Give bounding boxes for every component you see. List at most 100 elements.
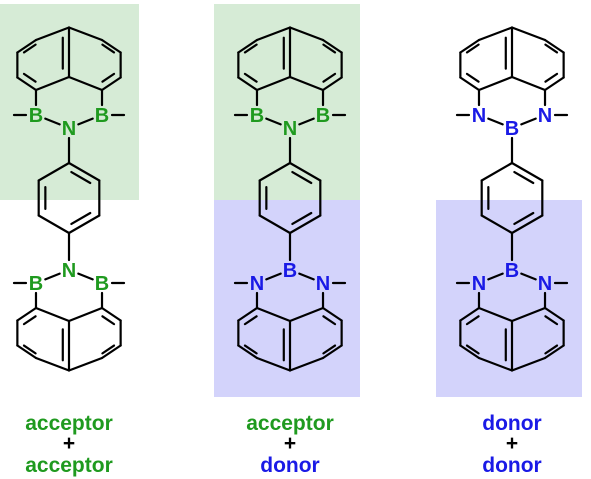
double-bond-inner	[243, 315, 258, 326]
aromatic-bond	[288, 306, 325, 323]
double-bond-inner	[544, 72, 559, 83]
aromatic-bond	[237, 76, 259, 92]
aromatic-bond	[237, 344, 259, 360]
aromatic-bond	[288, 26, 325, 42]
phenyl-inner	[70, 211, 92, 226]
side-atom-label: B	[95, 105, 109, 127]
aromatic-bond	[100, 38, 122, 54]
aromatic-bond	[459, 344, 481, 360]
double-bond-inner	[465, 315, 480, 326]
double-bond-inner	[544, 315, 559, 326]
aromatic-bond	[67, 356, 104, 372]
aromatic-bond	[100, 306, 122, 322]
aromatic-bond	[543, 76, 565, 92]
top-unit-highlight	[214, 4, 360, 200]
caption-plus: +	[284, 432, 296, 455]
aromatic-bond	[477, 75, 514, 92]
ring-bond	[265, 117, 282, 126]
phenyl-inner	[513, 211, 535, 226]
aromatic-bond	[459, 306, 481, 322]
phenyl-bond	[258, 161, 292, 182]
aromatic-bond	[34, 306, 71, 323]
caption-line-1: acceptor	[246, 412, 334, 435]
aromatic-bond	[288, 75, 325, 92]
phenyl-bond	[37, 214, 71, 235]
bottom-unit-highlight	[214, 200, 360, 397]
aromatic-bond	[477, 356, 514, 372]
phenyl-bond	[510, 214, 544, 235]
aromatic-bond	[16, 344, 38, 360]
caption-line-1: acceptor	[25, 412, 113, 435]
side-atom-label: N	[472, 273, 486, 295]
side-atom-label: N	[250, 273, 264, 295]
double-bond-inner	[322, 72, 337, 83]
aromatic-bond	[34, 26, 71, 42]
phenyl-bond	[67, 161, 101, 182]
ring-bond	[520, 117, 537, 126]
aromatic-bond	[34, 75, 71, 92]
side-atom-label: B	[95, 273, 109, 295]
ring-bond	[77, 117, 94, 126]
aromatic-bond	[510, 356, 547, 372]
double-bond-inner	[22, 72, 37, 83]
double-bond-inner	[322, 344, 337, 355]
ring-bond	[487, 117, 504, 126]
ring-bond	[298, 117, 315, 126]
double-bond-inner	[101, 72, 116, 83]
aromatic-bond	[510, 26, 547, 42]
aromatic-bond	[255, 306, 292, 323]
double-bond-inner	[322, 43, 337, 54]
aromatic-bond	[237, 306, 259, 322]
double-bond-inner	[544, 43, 559, 54]
aromatic-bond	[67, 26, 104, 42]
aromatic-bond	[255, 356, 292, 372]
aromatic-bond	[510, 306, 547, 323]
phenyl-bond	[258, 214, 292, 235]
aromatic-bond	[255, 26, 292, 42]
side-atom-label: B	[316, 105, 330, 127]
aromatic-bond	[16, 76, 38, 92]
central-atom-label: B	[505, 118, 519, 140]
aromatic-bond	[321, 76, 343, 92]
side-atom-label: B	[29, 273, 43, 295]
aromatic-bond	[67, 75, 104, 92]
caption-plus: +	[63, 432, 75, 455]
double-bond-inner	[22, 43, 37, 54]
ring-bond	[298, 272, 315, 281]
phenyl-bond	[37, 161, 71, 182]
ring-bond	[77, 272, 94, 281]
central-atom-label: B	[283, 260, 297, 282]
phenyl-bond	[288, 161, 322, 182]
aromatic-bond	[459, 76, 481, 92]
caption-line-2: donor	[260, 454, 319, 477]
double-bond-inner	[544, 344, 559, 355]
aromatic-bond	[255, 75, 292, 92]
ring-bond	[487, 272, 504, 281]
aromatic-bond	[16, 306, 38, 322]
phenyl-inner	[291, 211, 313, 226]
bottom-unit-highlight	[436, 200, 582, 397]
side-atom-label: N	[472, 105, 486, 127]
central-atom-label: B	[505, 260, 519, 282]
central-atom-label: N	[283, 118, 297, 140]
central-atom-label: N	[62, 260, 76, 282]
double-bond-inner	[465, 344, 480, 355]
aromatic-bond	[543, 306, 565, 322]
double-bond-inner	[465, 43, 480, 54]
double-bond-inner	[101, 344, 116, 355]
aromatic-bond	[459, 38, 481, 54]
ring-bond	[44, 117, 61, 126]
side-atom-label: N	[538, 273, 552, 295]
aromatic-bond	[100, 344, 122, 360]
phenyl-bond	[67, 214, 101, 235]
aromatic-bond	[321, 38, 343, 54]
caption-line-1: donor	[482, 412, 541, 435]
double-bond-inner	[101, 315, 116, 326]
aromatic-bond	[321, 306, 343, 322]
central-atom-label: N	[62, 118, 76, 140]
double-bond-inner	[101, 43, 116, 54]
ring-bond	[265, 272, 282, 281]
